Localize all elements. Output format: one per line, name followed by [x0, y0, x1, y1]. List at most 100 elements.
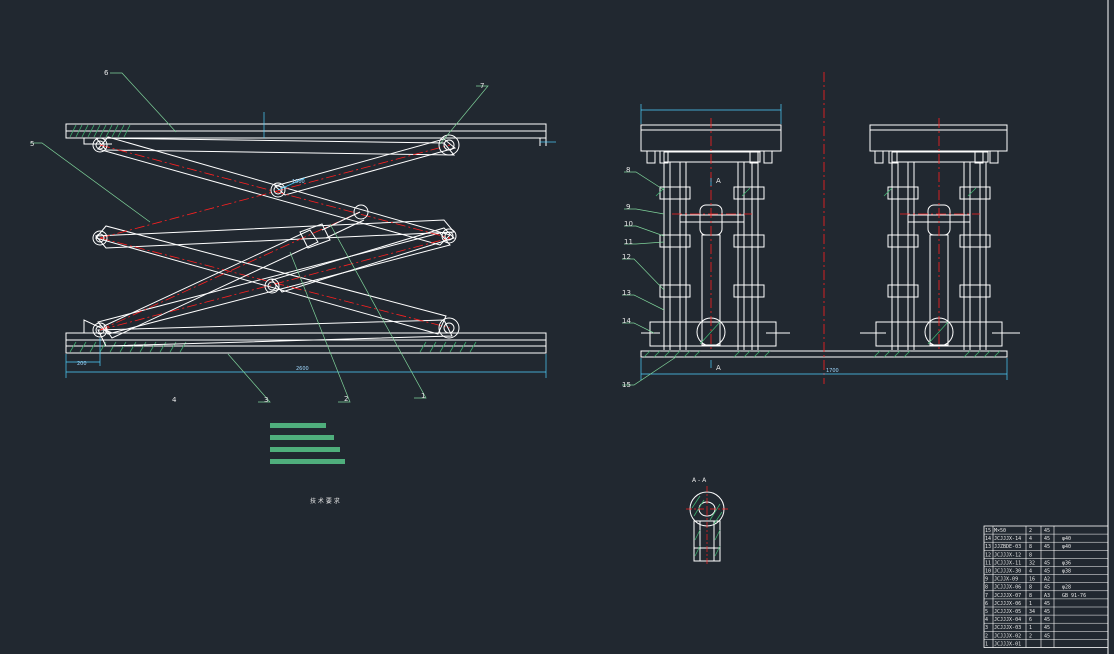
- part-label-15: 15: [622, 381, 631, 389]
- part-label-9: 9: [626, 203, 630, 211]
- bom-cell-code: JCJJJX-06: [994, 601, 1021, 607]
- section-mark-top: A: [716, 177, 721, 185]
- side-leaders: [30, 72, 489, 403]
- bom-cell-no: 14: [985, 536, 991, 542]
- note-line-4: [270, 459, 345, 464]
- bom-cell-note: φ40: [1062, 536, 1071, 542]
- bom-cell-no: 5: [985, 609, 988, 615]
- bom-cell-material: 45: [1044, 617, 1050, 623]
- dimension-overall-width: 1700: [826, 368, 839, 374]
- bom-cell-code: JJZBDE-03: [994, 544, 1021, 550]
- dimension-left-offset: 200: [77, 361, 87, 367]
- note-line-2: [270, 435, 334, 440]
- dimension-diagonal: 1000: [292, 179, 305, 185]
- bom-cell-code: JCJJJX-03: [994, 625, 1021, 631]
- part-label-13: 13: [622, 289, 631, 297]
- bom-cell-qty: 16: [1029, 577, 1035, 583]
- bom-cell-no: 1: [985, 641, 988, 647]
- bom-cell-note: φ28: [1062, 585, 1071, 591]
- bom-cell-material: 45: [1044, 560, 1050, 566]
- part-label-3: 3: [264, 396, 268, 404]
- notes-title: 技 术 要 求: [310, 497, 340, 505]
- bom-cell-no: 15: [985, 528, 991, 534]
- bom-cell-no: 12: [985, 552, 991, 558]
- bom-cell-no: 6: [985, 601, 988, 607]
- technical-notes: 技 术 要 求: [270, 423, 345, 505]
- bom-cell-qty: 8: [1029, 593, 1032, 599]
- bom-cell-material: 45: [1044, 544, 1050, 550]
- bom-cell-no: 2: [985, 633, 988, 639]
- front-view: 1700 A A 8 9 10 11 12 13 14 15: [622, 72, 1020, 389]
- bom-cell-qty: 8: [1029, 552, 1032, 558]
- bom-cell-code: JCJJJX-05: [994, 609, 1021, 615]
- part-label-7: 7: [480, 82, 484, 90]
- note-line-1: [270, 423, 326, 428]
- bom-row[interactable]: 1 JCJJJX-01: [985, 641, 1021, 647]
- bom-cell-code: JCJJJX-30: [994, 569, 1021, 575]
- part-label-1: 1: [421, 392, 425, 400]
- front-hatching: [643, 187, 1001, 358]
- side-view: 2600 200 1000 1 2 3 4 5 6 7: [30, 69, 556, 404]
- note-line-3: [270, 447, 340, 452]
- front-leaders: [622, 171, 677, 386]
- section-mark-bottom: A: [716, 364, 721, 372]
- bom-row[interactable]: 6 JCJJJX-06 1 45: [985, 601, 1050, 607]
- bom-cell-material: 45: [1044, 633, 1050, 639]
- dimension-overall-length: 2600: [296, 366, 309, 372]
- bom-cell-material: 45: [1044, 625, 1050, 631]
- part-label-12: 12: [622, 253, 631, 261]
- bom-cell-code: JCJJJX-01: [994, 641, 1021, 647]
- front-dimensions: [640, 104, 1008, 380]
- bom-cell-no: 10: [985, 569, 991, 575]
- bom-cell-qty: 6: [1029, 617, 1032, 623]
- bom-cell-qty: 1: [1029, 625, 1032, 631]
- part-label-14: 14: [622, 317, 631, 325]
- bom-cell-qty: 1: [1029, 601, 1032, 607]
- hydraulic-cylinder: [103, 211, 365, 339]
- bom-cell-code: JCJJJX-04: [994, 617, 1021, 623]
- top-platform: [65, 123, 547, 146]
- pivot-pins: [92, 134, 460, 339]
- bom-frame: [983, 525, 1109, 648]
- bom-cell-code: M×50: [994, 528, 1006, 534]
- part-label-8: 8: [626, 166, 630, 174]
- bom-cell-material: 45: [1044, 601, 1050, 607]
- section-view-aa: A - A: [686, 477, 728, 564]
- part-label-5: 5: [30, 140, 34, 148]
- bom-cell-material: 45: [1044, 569, 1050, 575]
- bom-cell-code: JCJJJX-06: [994, 585, 1021, 591]
- bom-cell-material: 45: [1044, 536, 1050, 542]
- bom-cell-qty: 2: [1029, 528, 1032, 534]
- bom-cell-material: 45: [1044, 528, 1050, 534]
- bom-cell-code: JCJJJX-12: [994, 552, 1021, 558]
- bom-cell-qty: 8: [1029, 585, 1032, 591]
- bom-cell-no: 11: [985, 560, 991, 566]
- bom-cell-code: JCJJX-09: [994, 577, 1018, 583]
- bom-cell-code: JCJJJX-02: [994, 633, 1021, 639]
- front-centerlines: [672, 72, 980, 384]
- bom-cell-no: 7: [985, 593, 988, 599]
- bom-cell-qty: 4: [1029, 569, 1032, 575]
- bom-cell-material: 45: [1044, 609, 1050, 615]
- bom-cell-note: GB 91-76: [1062, 593, 1086, 599]
- part-label-6: 6: [104, 69, 109, 77]
- front-left-module: [640, 124, 790, 350]
- part-label-10: 10: [624, 220, 633, 228]
- section-title: A - A: [692, 477, 707, 484]
- bom-cell-no: 13: [985, 544, 991, 550]
